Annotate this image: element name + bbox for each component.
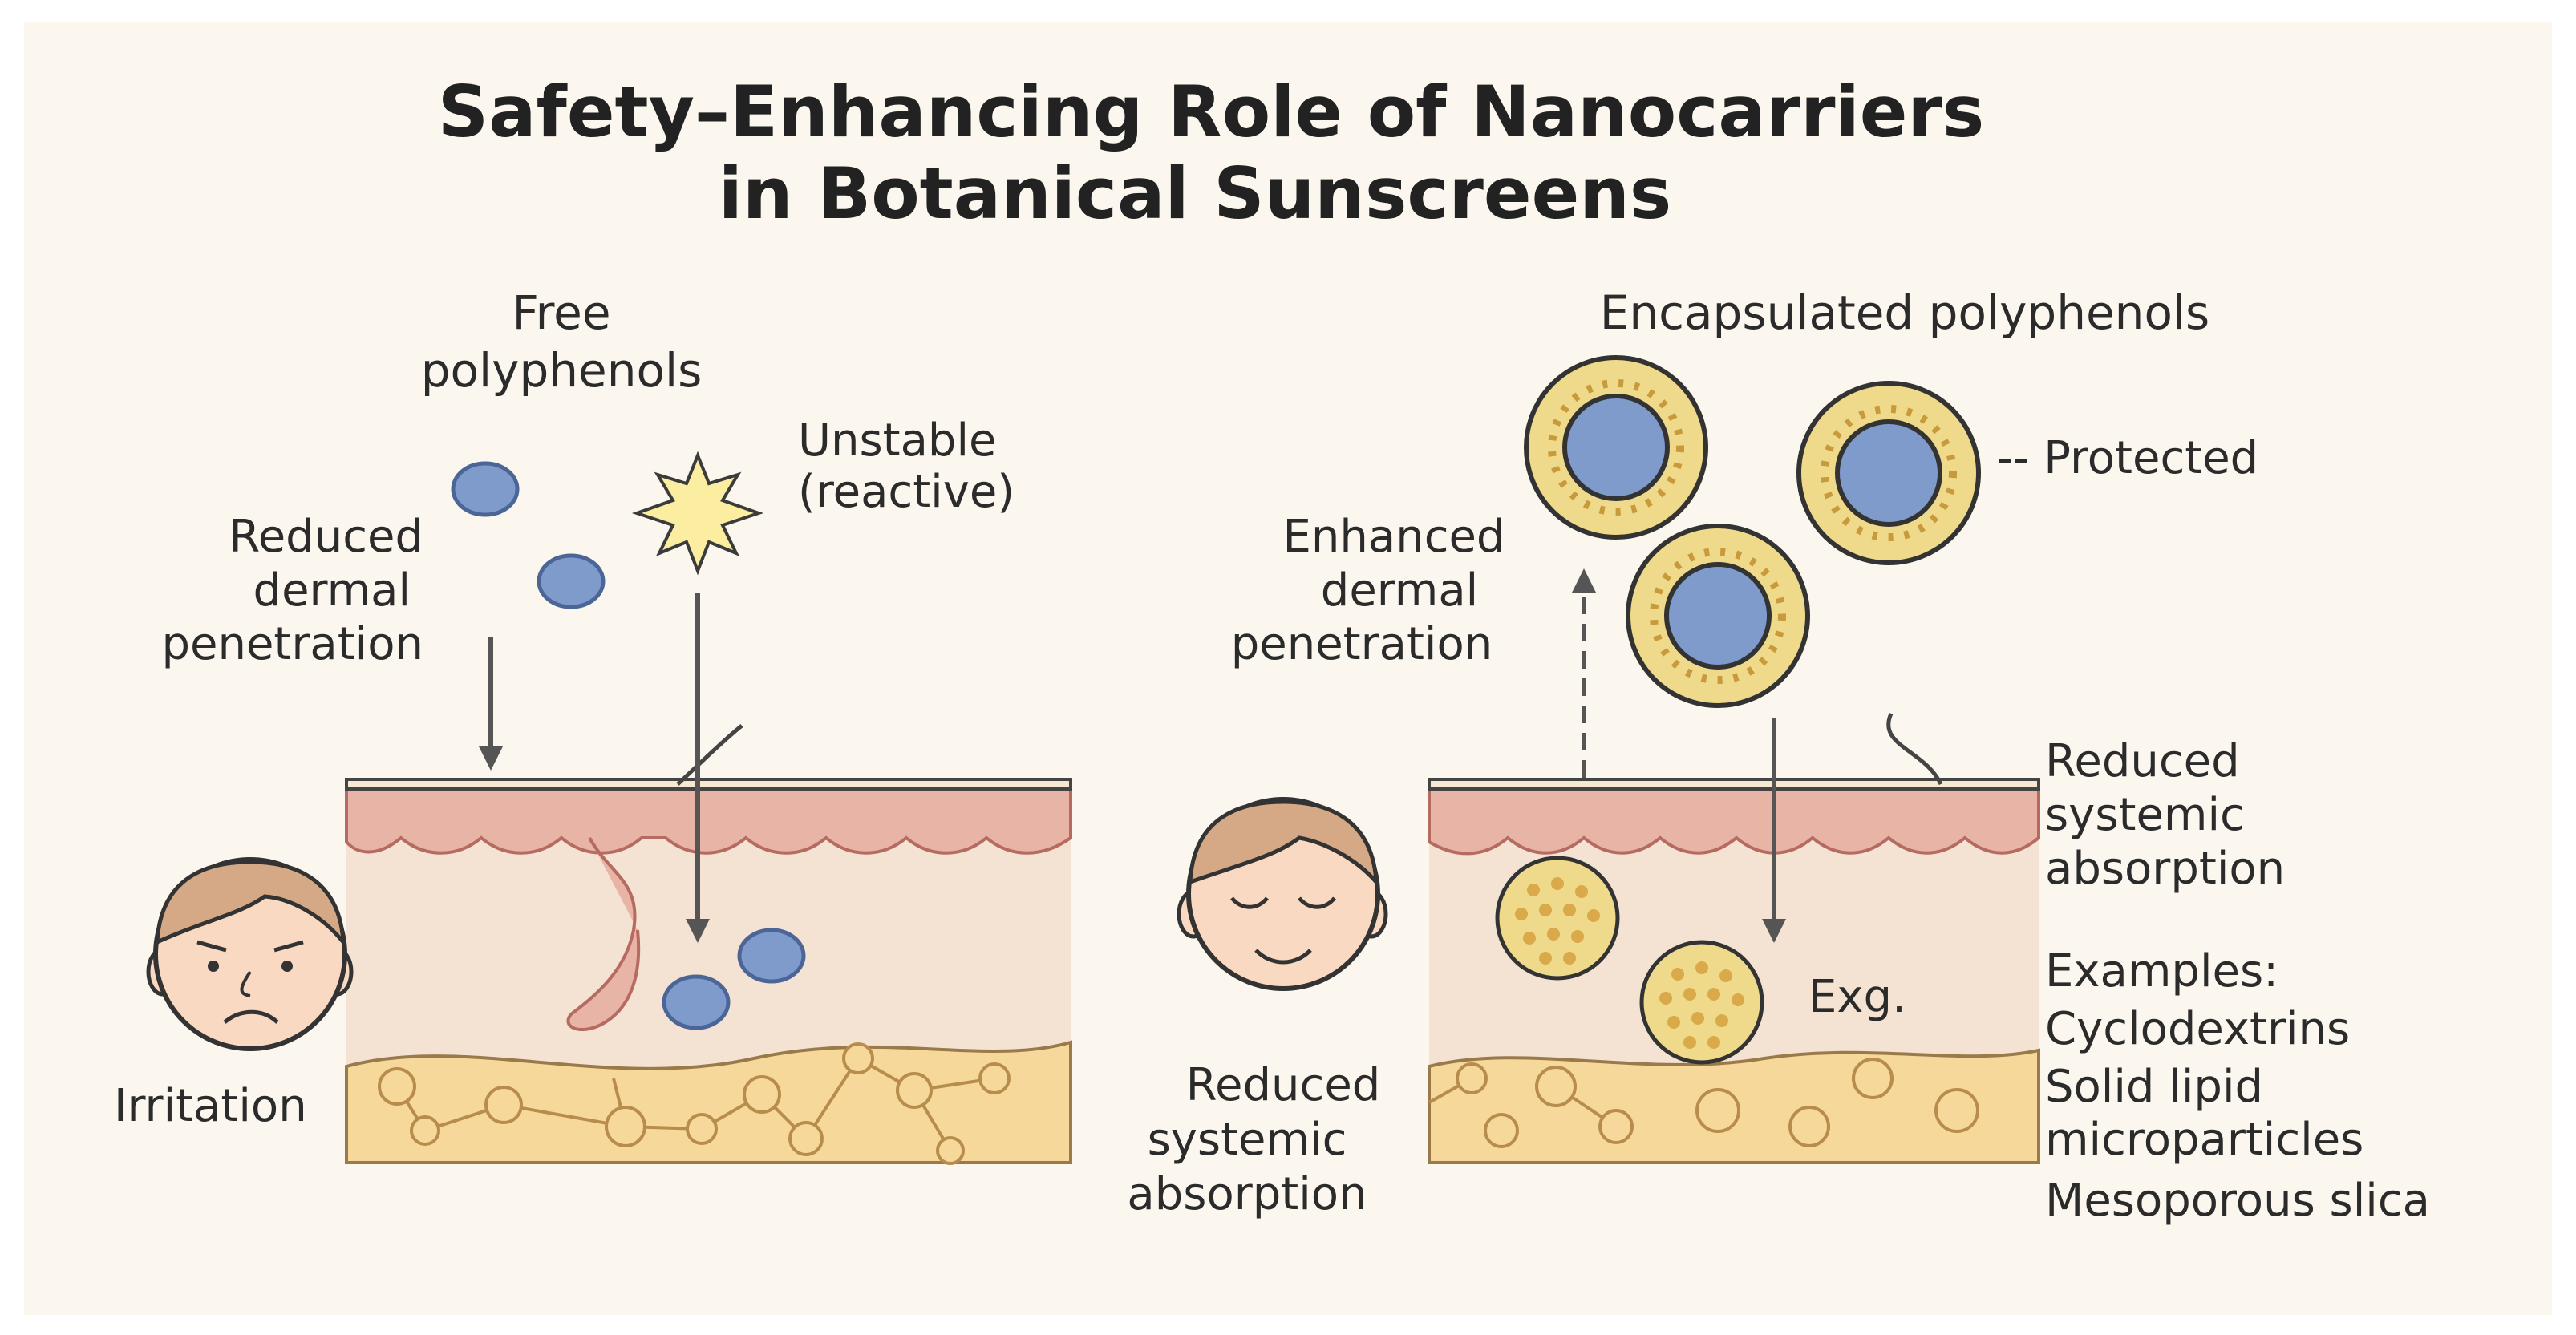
starburst-icon [631,451,764,576]
example-item: Mesoporous slica [2045,1175,2430,1227]
left-penetration-line-2: dermal [253,564,411,617]
unstable-line-1: Unstable [798,415,997,467]
right-panel: Encapsulated polyphenols -- Protected En… [1127,285,2430,1227]
irritation-label: Irritation [114,1080,307,1132]
lipid-carrier-in-skin [1639,940,1764,1065]
hair-strand [1886,712,1943,786]
right-penetration-line-1: Enhanced [1283,511,1505,563]
sad-face-icon [146,857,354,1051]
examples-heading: Examples: [2045,945,2278,997]
calm-face-icon [1177,797,1388,991]
left-skin-section [345,778,1072,1165]
nanocarrier-particle [1626,524,1810,708]
example-item: Cyclodextrins [2045,1003,2350,1055]
title-line-2: in Botanical Sunscreens [719,152,1672,235]
nanocarrier-particle [1796,381,1981,565]
left-penetration-line-3: penetration [161,618,423,670]
systemic-top-line-3: absorption [2045,843,2285,895]
systemic-bottom-line-2: systemic [1148,1114,1347,1166]
systemic-top-line-1: Reduced [2045,735,2240,787]
lipid-carrier-in-skin [1495,856,1620,981]
penetrated-polyphenol-molecule [662,974,731,1030]
example-item: microparticles [2045,1114,2363,1166]
penetrated-polyphenol-molecule [737,928,806,984]
protected-label: -- Protected [1997,432,2258,484]
nanocarrier-particle [1524,355,1708,540]
unstable-line-2: (reactive) [798,466,1015,518]
left-penetration-line-1: Reduced [229,511,423,563]
example-item: Solid lipid [2045,1061,2263,1113]
right-penetration-line-2: dermal [1321,564,1478,617]
exg-label: Exg. [1808,971,1906,1023]
left-heading-line-1: Free [512,285,610,340]
free-polyphenol-molecule [451,461,520,517]
systemic-bottom-line-1: Reduced [1186,1059,1381,1111]
right-heading: Encapsulated polyphenols [1600,285,2210,340]
left-panel: Free polyphenols Reduced dermal penetrat… [114,285,1072,1165]
systemic-bottom-line-3: absorption [1127,1168,1367,1220]
right-skin-section [1428,778,2040,1164]
systemic-top-line-2: systemic [2045,789,2245,841]
left-heading-line-2: polyphenols [421,343,703,398]
free-polyphenol-molecule [537,553,606,609]
right-penetration-line-3: penetration [1231,618,1493,670]
hair-strand [676,724,743,786]
title-line-1: Safety–Enhancing Role of Nanocarriers [438,71,1984,153]
